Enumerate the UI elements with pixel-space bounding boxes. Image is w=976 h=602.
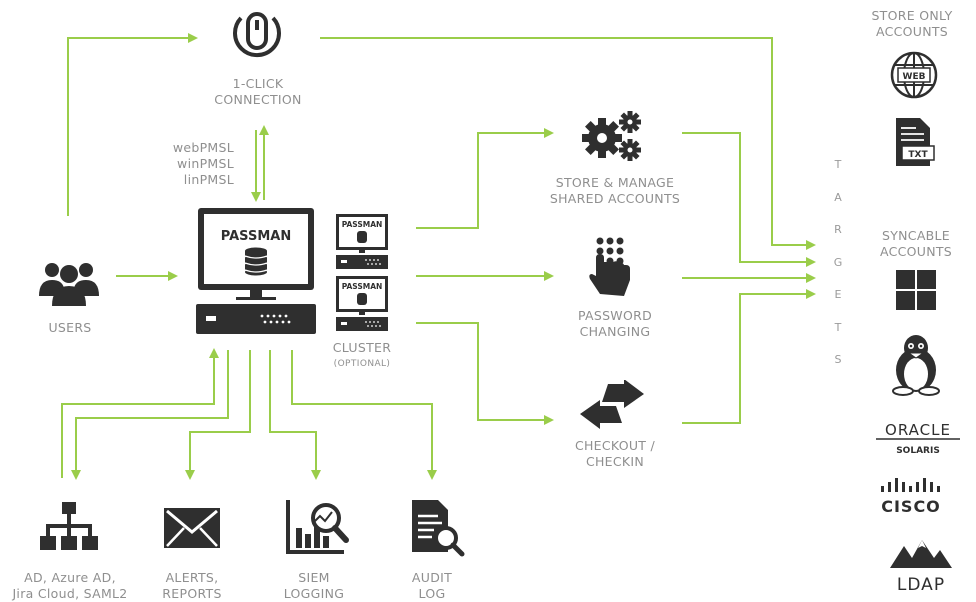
cluster-label: CLUSTER (OPTIONAL) (320, 340, 404, 372)
store-label-line2: SHARED ACCOUNTS (549, 191, 681, 206)
protocol-web: webPMSL (172, 140, 234, 155)
targets-letter: R (834, 223, 842, 236)
checkout-label-line1: CHECKOUT / (574, 438, 656, 453)
arrow-connection-to-targets (320, 37, 816, 250)
audit-label: AUDIT LOG (392, 570, 472, 602)
password-label-line2: CHANGING (579, 324, 651, 339)
txt-label: TXT (908, 150, 928, 160)
arrow-server-to-checkout (416, 322, 554, 425)
protocol-win: winPMSL (177, 156, 234, 171)
alerts-label-line2: REPORTS (162, 586, 222, 601)
cisco-logo: CISCO (876, 476, 956, 516)
chart-magnifier-icon (284, 498, 350, 556)
arrow-checkout-to-targets (682, 289, 816, 424)
connection-label-line2: CONNECTION (214, 92, 302, 107)
arrow-store-to-targets (682, 132, 816, 267)
mouse-icon (228, 8, 286, 64)
cluster-brand-top: PASSMAN (342, 220, 383, 229)
targets-vertical-label: T A R G E T S (831, 158, 845, 386)
arrow-server-to-store (416, 128, 554, 229)
targets-letter: E (834, 288, 842, 301)
linux-tux-icon (890, 334, 942, 396)
cluster-brand-bottom: PASSMAN (342, 282, 383, 291)
password-label: PASSWORD CHANGING (552, 308, 678, 340)
envelope-icon (162, 506, 222, 550)
arrow-users-to-connection (67, 33, 198, 216)
store-only-line2: ACCOUNTS (875, 24, 949, 39)
siem-label-line1: SIEM (298, 570, 330, 585)
connection-label: 1-CLICK CONNECTION (196, 76, 320, 108)
checkout-label: CHECKOUT / CHECKIN (550, 438, 680, 470)
computer-server-icon: PASSMAN (194, 206, 318, 336)
cluster-label-optional: (OPTIONAL) (333, 359, 391, 369)
oracle-solaris-logo: ORACLE SOLARIS (870, 420, 966, 458)
siem-label-line2: LOGGING (283, 586, 345, 601)
ad-label-line1: AD, Azure AD, (24, 570, 116, 585)
arrow-server-to-ad (71, 350, 229, 480)
users-label: USERS (48, 320, 92, 335)
siem-label: SIEM LOGGING (264, 570, 364, 602)
syncable-line1: SYNCABLE (881, 228, 951, 243)
alerts-label-line1: ALERTS, (165, 570, 219, 585)
arrow-server-to-alerts (185, 350, 251, 480)
connection-label-line1: 1-CLICK (232, 76, 284, 91)
store-only-line1: STORE ONLY (871, 8, 953, 23)
targets-letter: S (834, 353, 842, 366)
swap-arrows-icon (578, 379, 646, 430)
protocol-list: webPMSL winPMSL linPMSL (150, 140, 234, 188)
ad-label-line2: Jira Cloud, SAML2 (12, 586, 128, 601)
arrow-server-to-audit (291, 350, 437, 480)
keypad-hand-icon (588, 236, 636, 298)
ldap-logo: LDAP (886, 534, 956, 595)
windows-icon (894, 268, 938, 312)
cluster-label-main: CLUSTER (332, 340, 392, 355)
store-only-label: STORE ONLY ACCOUNTS (856, 8, 968, 40)
server-brand: PASSMAN (221, 229, 291, 244)
cisco-name: CISCO (881, 497, 941, 516)
ldap-name: LDAP (897, 575, 945, 594)
ad-label: AD, Azure AD, Jira Cloud, SAML2 (0, 570, 140, 602)
audit-label-line2: LOG (418, 586, 446, 601)
targets-letter: A (834, 190, 842, 204)
password-label-line1: PASSWORD (577, 308, 653, 323)
cluster-server-top: PASSMAN (334, 212, 390, 270)
oracle-name: ORACLE (885, 421, 951, 439)
alerts-label: ALERTS, REPORTS (140, 570, 244, 602)
users-icon (38, 258, 100, 306)
txt-file-icon: TXT (892, 116, 936, 168)
document-magnifier-icon (408, 498, 466, 558)
targets-letter: T (834, 320, 842, 334)
audit-label-line1: AUDIT (411, 570, 453, 585)
gears-icon (580, 108, 644, 164)
web-label: WEB (903, 72, 926, 82)
hierarchy-icon (38, 500, 100, 556)
web-globe-icon: WEB (889, 50, 939, 100)
cluster-server-bottom: PASSMAN (334, 274, 390, 332)
store-label-line1: STORE & MANAGE (555, 175, 675, 190)
store-label: STORE & MANAGE SHARED ACCOUNTS (530, 175, 700, 207)
arrow-ad-to-server (61, 348, 219, 478)
arrow-server-to-siem (269, 350, 321, 480)
checkout-label-line2: CHECKIN (585, 454, 645, 469)
protocol-lin: linPMSL (183, 172, 234, 187)
oracle-sub: SOLARIS (896, 446, 940, 456)
syncable-line2: ACCOUNTS (879, 244, 953, 259)
targets-letter: G (833, 255, 843, 269)
targets-letter: T (834, 158, 842, 171)
syncable-label: SYNCABLE ACCOUNTS (856, 228, 976, 260)
